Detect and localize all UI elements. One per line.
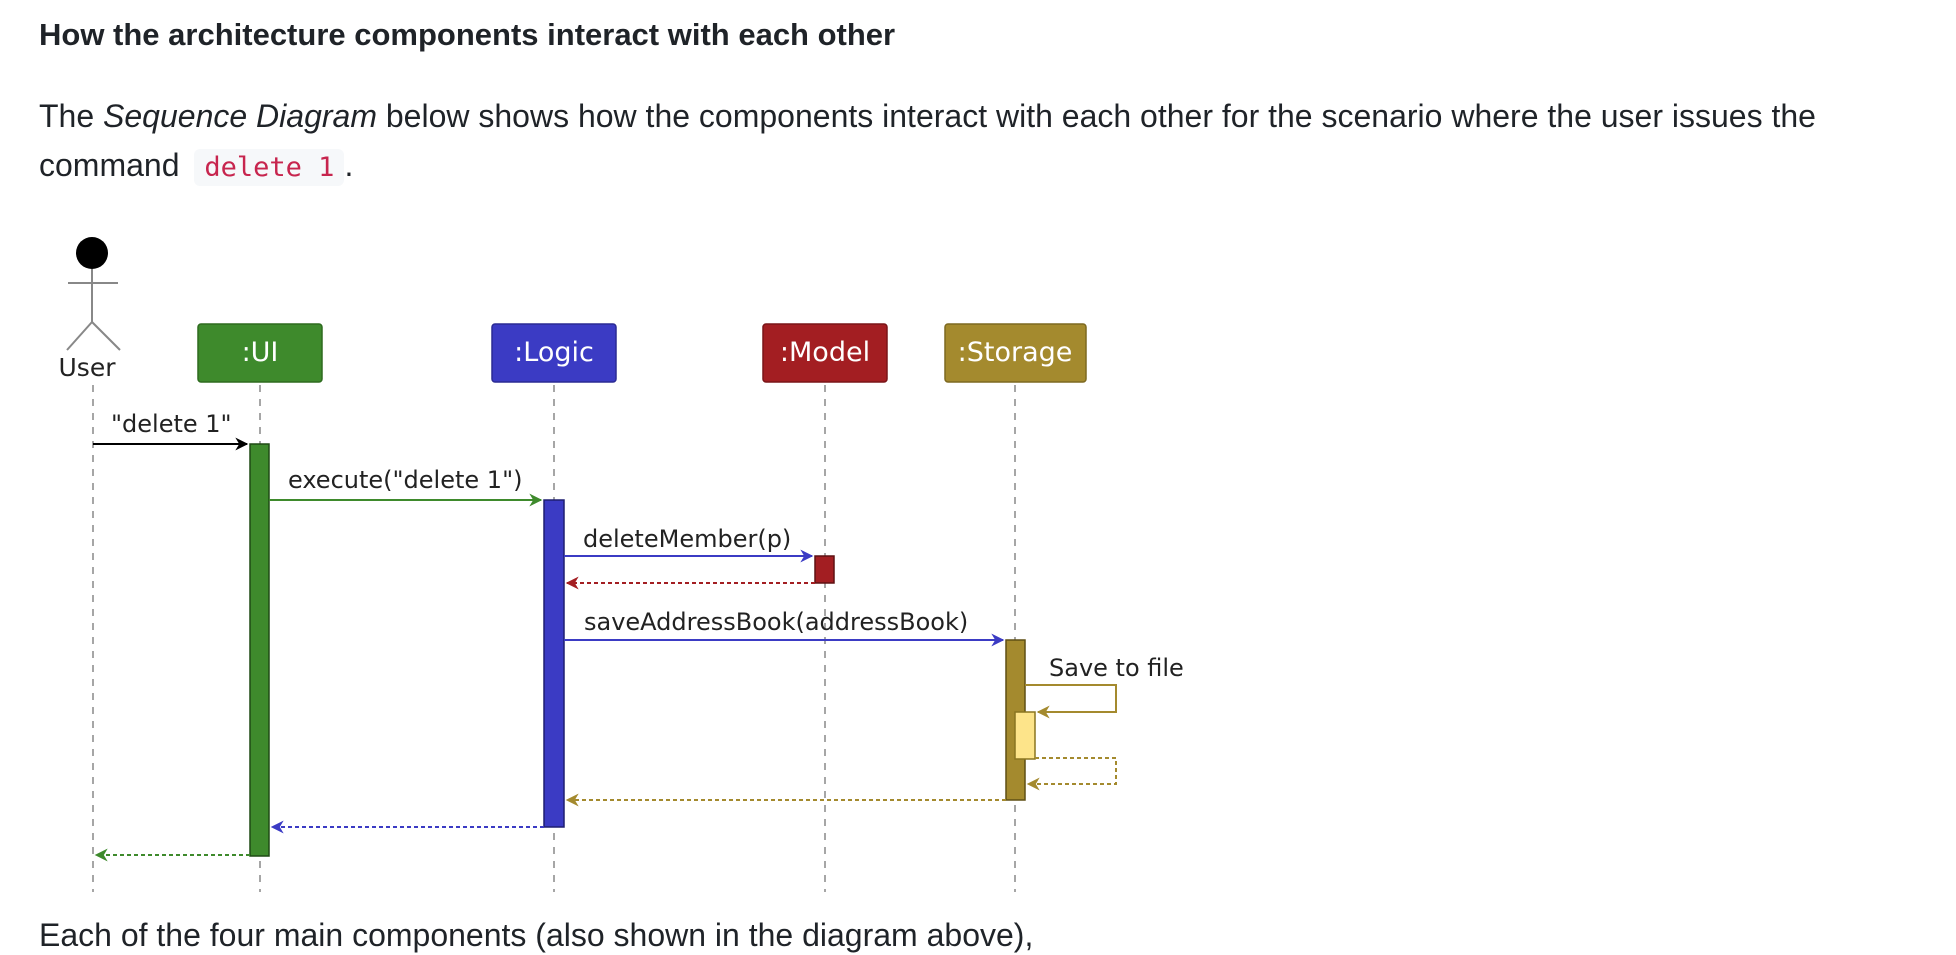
inline-code: delete 1: [194, 149, 345, 186]
participant-model-box: [762, 323, 888, 383]
participant-storage-box: [944, 323, 1087, 383]
section-heading: How the architecture components interact…: [39, 17, 896, 52]
actor-label: User: [59, 353, 117, 382]
message-ui-to-logic-label: execute("delete 1"): [288, 466, 522, 494]
activation-model: [814, 555, 835, 584]
message-logic-to-storage-label: saveAddressBook(addressBook): [584, 608, 968, 636]
intro-suffix: .: [344, 147, 354, 183]
message-storage-self-label: Save to file: [1049, 654, 1184, 682]
intro-paragraph: The Sequence Diagram below shows how the…: [39, 92, 1919, 192]
participant-ui-label: :UI: [242, 337, 279, 368]
participant-logic-box: [491, 323, 617, 383]
message-user-to-ui-label: "delete 1": [111, 410, 232, 438]
activation-logic: [543, 499, 565, 828]
participant-logic-label: :Logic: [514, 337, 594, 368]
return-storage-self-arrow: [1026, 757, 1117, 791]
activation-storage-inner: [1014, 711, 1036, 760]
participant-ui-box: [197, 323, 323, 383]
activation-ui: [249, 443, 270, 857]
message-storage-self-arrow: [1025, 684, 1117, 719]
user-actor-icon: [66, 237, 121, 351]
participant-model-label: :Model: [780, 337, 870, 368]
participant-storage-label: :Storage: [958, 337, 1073, 368]
footer-paragraph: Each of the four main components (also s…: [39, 917, 1034, 953]
intro-emphasis: Sequence Diagram: [103, 98, 377, 134]
intro-middle: below shows how the components interact …: [39, 98, 1816, 183]
intro-prefix: The: [39, 98, 104, 134]
message-logic-to-model-label: deleteMember(p): [583, 525, 791, 553]
